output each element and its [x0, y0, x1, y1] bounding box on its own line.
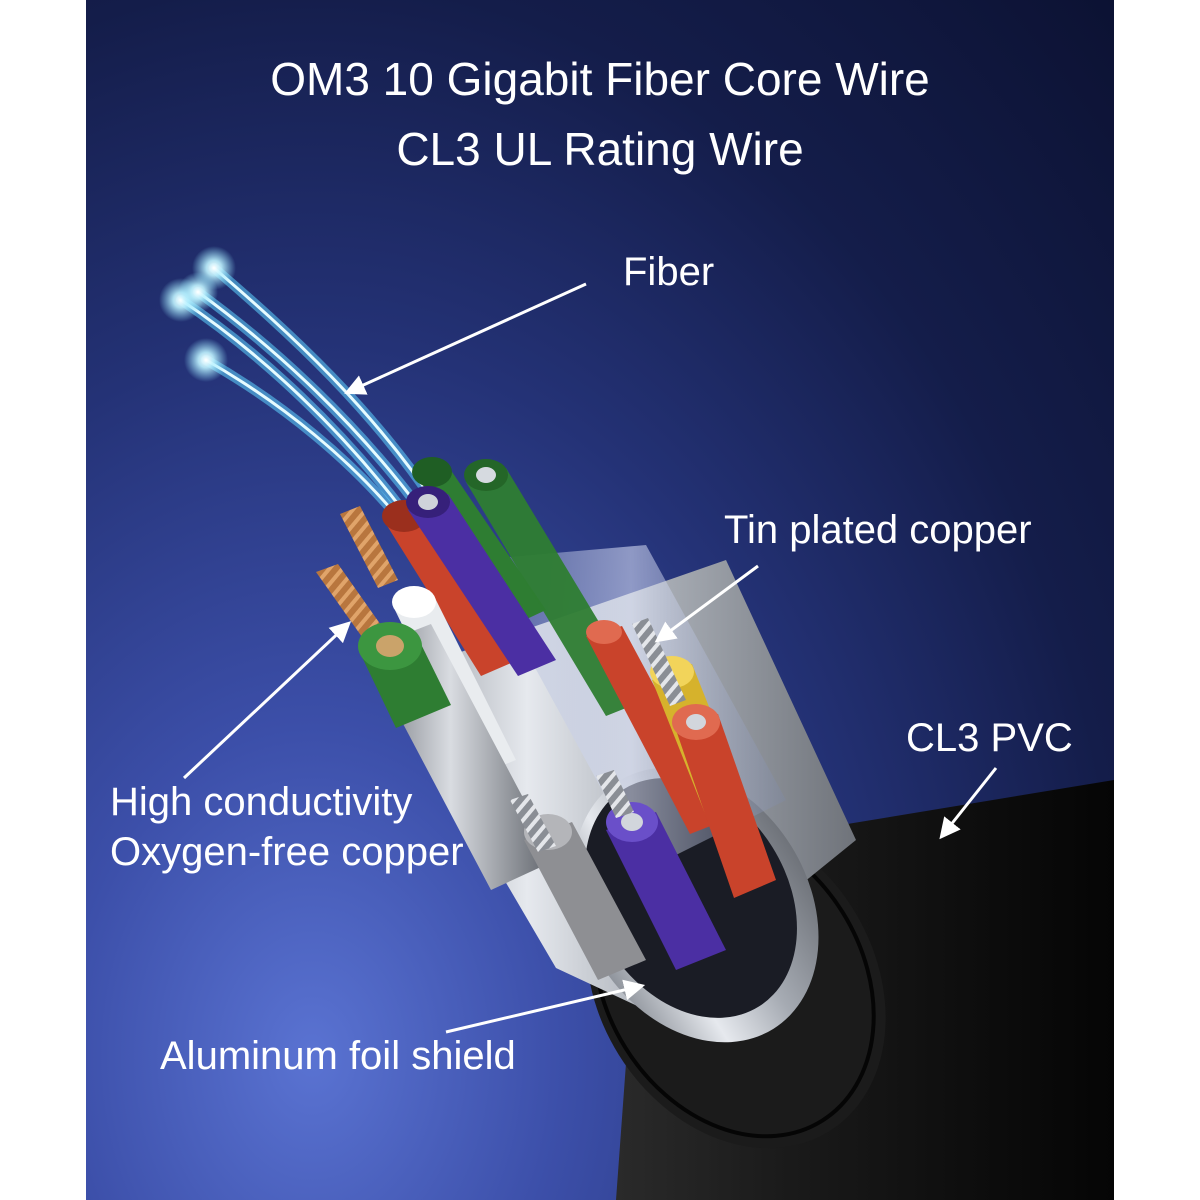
arrow-aluminum-foil — [445, 979, 646, 1034]
title-line-1: OM3 10 Gigabit Fiber Core Wire — [270, 53, 930, 105]
label-high-conductivity: High conductivity — [110, 780, 413, 824]
title-line-2: CL3 UL Rating Wire — [396, 123, 804, 175]
label-cl3-pvc: CL3 PVC — [906, 716, 1073, 760]
product-diagram: OM3 10 Gigabit Fiber Core Wire CL3 UL Ra… — [86, 0, 1114, 1200]
lower-conductors — [510, 770, 726, 980]
front-green-conductor — [358, 622, 556, 890]
label-oxygen-free-copper: Oxygen-free copper — [110, 830, 464, 874]
cable-cross-section-illustration — [159, 246, 1114, 1200]
arrow-cl3-pvc — [939, 767, 998, 840]
label-fiber: Fiber — [623, 250, 715, 294]
fiber-strands — [159, 246, 451, 545]
pointer-arrows — [182, 282, 998, 1034]
arrow-high-conductivity — [182, 621, 352, 780]
right-conductors — [586, 618, 776, 898]
label-aluminum-foil-shield: Aluminum foil shield — [160, 1034, 516, 1078]
arrow-fiber — [344, 282, 587, 395]
label-tin-plated-copper: Tin plated copper — [724, 508, 1032, 552]
arrow-tin-plated-copper — [654, 564, 759, 643]
